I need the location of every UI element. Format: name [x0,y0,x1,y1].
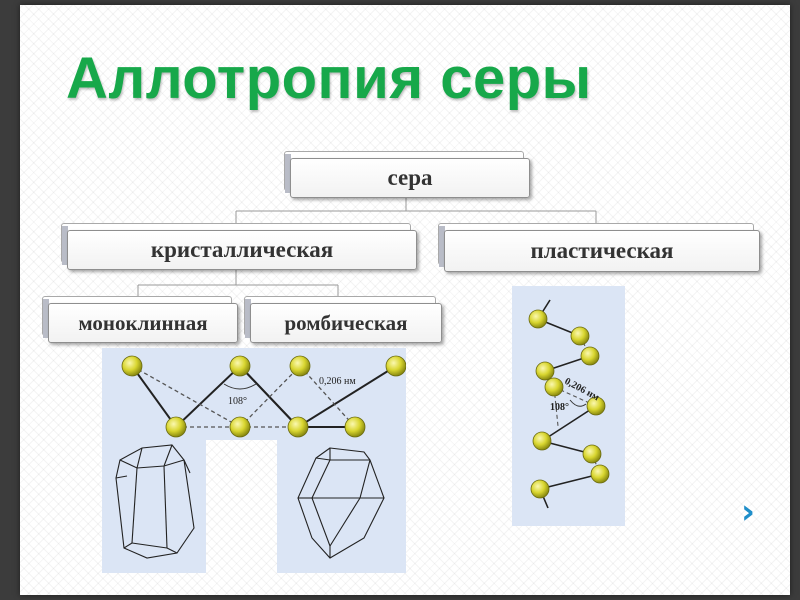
node-rhombic: ромбическая [244,296,442,343]
plastic-chain-image: 0,206 нм 108° [512,286,625,526]
bond-length-label: 0,206 нм [319,376,356,387]
sulfur-atom [530,479,550,499]
sulfur-atom [580,346,600,366]
sulfur-atom [289,355,311,377]
helix-angle-arc [569,399,587,407]
bond-angle-label: 108° [228,396,247,407]
crystalline-structure-image: 0,206 нм 108° [102,348,406,573]
node-sulfur-label: сера [290,158,530,198]
sulfur-atom [528,309,548,329]
node-sulfur: сера [284,151,530,198]
node-crystalline-label: кристаллическая [67,230,417,270]
slide: Аллотропия серы сера кристаллическая пла… [20,5,790,595]
bond-angle-arc [223,383,257,390]
sulfur-atom [586,396,606,416]
sulfur-atom [344,416,366,438]
sulfur-atom [165,416,187,438]
sulfur-atom [535,361,555,381]
plastic-chain-panel [512,286,625,526]
sulfur-atom [229,355,251,377]
helix-bond-angle-label: 108° [550,402,569,413]
sulfur-atom [385,355,406,377]
sulfur-atom [544,377,564,397]
next-slide-button[interactable]: › [740,492,755,532]
node-monoclinic-label: моноклинная [48,303,238,343]
sulfur-atom [532,431,552,451]
monoclinic-crystal-drawing [115,444,195,559]
sulfur-atom [121,355,143,377]
zigzag-atoms [121,355,406,438]
sulfur-atom [590,464,610,484]
sulfur-atom [287,416,309,438]
tree-connectors [137,197,597,301]
node-monoclinic: моноклинная [42,296,238,343]
node-rhombic-label: ромбическая [250,303,442,343]
node-crystalline: кристаллическая [61,223,417,270]
node-plastic-label: пластическая [444,230,760,272]
sulfur-atom [229,416,251,438]
node-plastic: пластическая [438,223,760,272]
rhombic-crystal-drawing [297,447,385,559]
sulfur-atom [570,326,590,346]
helix-atoms [528,309,610,499]
sulfur-atom [582,444,602,464]
slide-title: Аллотропия серы [66,46,592,111]
